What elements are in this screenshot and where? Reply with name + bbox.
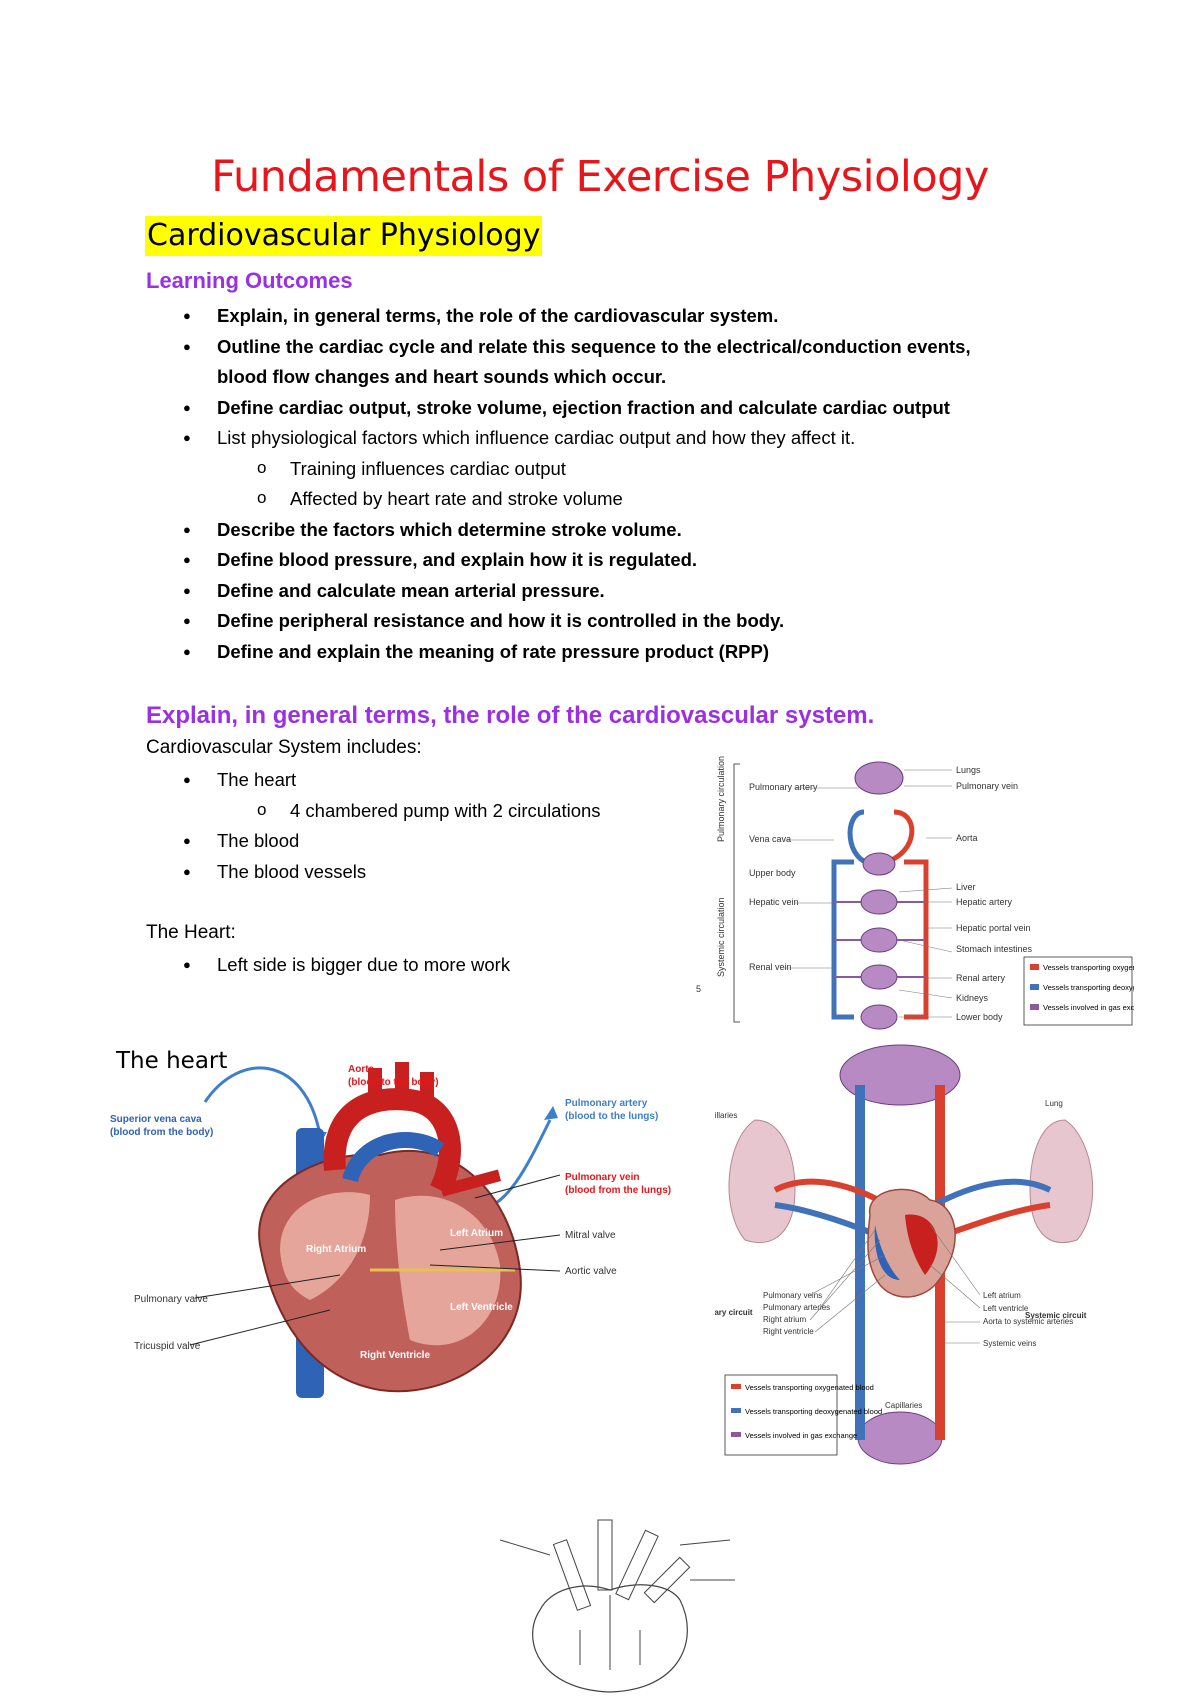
svg-text:Lungs: Lungs [956,765,981,775]
svg-text:Pulmonary valve: Pulmonary valve [134,1294,208,1305]
svg-text:Left Ventricle: Left Ventricle [450,1302,513,1313]
svg-text:Superior vena cava: Superior vena cava [110,1114,202,1125]
svg-text:Upper body: Upper body [749,868,796,878]
list-item: Define cardiac output, stroke volume, ej… [145,393,1025,424]
svg-text:Right Ventricle: Right Ventricle [360,1350,430,1361]
list-item: Describe the factors which determine str… [145,515,1025,546]
svg-text:Vessels transporting oxygenate: Vessels transporting oxygenated blood [745,1383,874,1392]
circuit-diagram: Lung Capillaries Pulmonary circuit Syste… [715,1044,1094,1465]
svg-text:Vessels transporting deoxygena: Vessels transporting deoxygenated blood [1043,983,1134,992]
svg-text:Capillaries: Capillaries [885,1401,922,1410]
svg-text:(blood to the lungs): (blood to the lungs) [565,1111,658,1122]
svg-text:Left atrium: Left atrium [983,1291,1021,1300]
svg-text:Right atrium: Right atrium [763,1315,806,1324]
list-item: Left side is bigger due to more work [145,950,745,981]
learning-outcomes-heading: Learning Outcomes [146,268,353,293]
svg-text:Pulmonary circulation: Pulmonary circulation [716,756,726,842]
svg-text:Aortic valve: Aortic valve [565,1266,617,1277]
heart-labels: Superior vena cava (blood from the body)… [110,1064,671,1361]
circuit-legend: Vessels transporting oxygenated blood Ve… [745,1383,882,1440]
circ-left-labels: Pulmonary artery Vena cava Upper body He… [749,782,818,972]
svg-text:Vessels transporting oxygenate: Vessels transporting oxygenated blood [1043,963,1134,972]
svg-text:Vessels transporting deoxygena: Vessels transporting deoxygenated blood [745,1407,882,1416]
svg-text:Pulmonary veins: Pulmonary veins [763,1291,822,1300]
cvs-intro: Cardiovascular System includes: [146,737,422,758]
explain-heading: Explain, in general terms, the role of t… [146,702,875,729]
svg-text:(blood to the body): (blood to the body) [348,1077,439,1088]
heart-intro: The Heart: [146,922,236,943]
heart-line-drawing [499,1519,735,1693]
list-item: The heart [145,765,745,796]
svg-text:Lung: Lung [1045,1099,1063,1108]
svg-text:Systemic circulation: Systemic circulation [716,897,726,977]
svg-text:Pulmonary vein: Pulmonary vein [956,781,1018,791]
svg-text:(blood from the lungs): (blood from the lungs) [565,1185,671,1196]
list-item: The blood vessels [145,857,745,888]
pulm-side-label: Pulmonary circulation [716,756,726,842]
sys-side-label: Systemic circulation [716,897,726,977]
heart-diagram: The heart Superior vena cava (blood from… [110,1048,671,1398]
list-item: Outline the cardiac cycle and relate thi… [145,332,1025,363]
list-item: Define blood pressure, and explain how i… [145,545,1025,576]
list-item: Training influences cardiac output [145,453,1025,485]
svg-text:Renal vein: Renal vein [749,962,792,972]
svg-text:Left ventricle: Left ventricle [983,1304,1029,1313]
svg-text:Pulmonary artery: Pulmonary artery [749,782,818,792]
circ-right-labels: Lungs Pulmonary vein Aorta Liver Hepatic… [956,765,1033,1022]
svg-text:Tricuspid valve: Tricuspid valve [134,1341,201,1352]
svg-text:Renal artery: Renal artery [956,973,1006,983]
circulation-diagram: Pulmonary circulation Systemic circulati… [696,756,1134,1030]
list-item: 4 chambered pump with 2 circulations [145,795,745,827]
svg-text:Lower body: Lower body [956,1012,1003,1022]
svg-text:(blood from the body): (blood from the body) [110,1127,213,1138]
svg-text:Aorta: Aorta [956,833,978,843]
svg-text:Right ventricle: Right ventricle [763,1327,814,1336]
list-item: Define and calculate mean arterial press… [145,576,1025,607]
svg-text:Vessels involved in gas exchan: Vessels involved in gas exchange [1043,1003,1134,1012]
cvs-list: The heart4 chambered pump with 2 circula… [145,765,745,887]
document-title: Fundamentals of Exercise Physiology [211,152,989,202]
svg-text:Mitral valve: Mitral valve [565,1230,616,1241]
svg-text:Aorta: Aorta [348,1064,375,1075]
heart-figure-title: The heart [115,1048,227,1074]
svg-text:Left Atrium: Left Atrium [450,1228,503,1239]
list-item: blood flow changes and heart sounds whic… [217,366,667,387]
learning-outcomes-list: Explain, in general terms, the role of t… [145,301,1025,667]
svg-text:Aorta to systemic arteries: Aorta to systemic arteries [983,1317,1073,1326]
svg-text:Right Atrium: Right Atrium [306,1244,366,1255]
svg-text:Vessels involved in gas exchan: Vessels involved in gas exchange [745,1431,857,1440]
svg-text:Pulmonary vein: Pulmonary vein [565,1172,639,1183]
svg-text:Systemic circuit: Systemic circuit [1025,1311,1087,1320]
list-item: Define and explain the meaning of rate p… [145,637,1025,668]
svg-text:Kidneys: Kidneys [956,993,989,1003]
list-item: The blood [145,826,745,857]
svg-text:Stomach intestines: Stomach intestines [956,944,1033,954]
section-title: Cardiovascular Physiology [145,216,543,256]
list-item: Explain, in general terms, the role of t… [145,301,1025,332]
list-item: List physiological factors which influen… [145,423,1025,454]
circ-legend: Vessels transporting oxygenated blood Ve… [1043,963,1134,1012]
list-item: Affected by heart rate and stroke volume [145,483,1025,515]
svg-text:Capillaries: Capillaries [715,1111,737,1120]
svg-text:Hepatic portal vein: Hepatic portal vein [956,923,1031,933]
svg-text:Systemic veins: Systemic veins [983,1339,1036,1348]
heart-list: Left side is bigger due to more work [145,950,745,981]
svg-text:Hepatic artery: Hepatic artery [956,897,1013,907]
svg-text:Pulmonary circuit: Pulmonary circuit [715,1308,753,1317]
list-item: Define peripheral resistance and how it … [145,606,1025,637]
page-marker: 5 [696,984,701,994]
svg-text:Pulmonary artery: Pulmonary artery [565,1098,648,1109]
svg-text:Hepatic vein: Hepatic vein [749,897,799,907]
svg-text:Vena cava: Vena cava [749,834,791,844]
circuit-labels: Lung Capillaries Pulmonary circuit Syste… [715,1099,1087,1410]
svg-text:Liver: Liver [956,882,976,892]
svg-text:Pulmonary arteries: Pulmonary arteries [763,1303,830,1312]
